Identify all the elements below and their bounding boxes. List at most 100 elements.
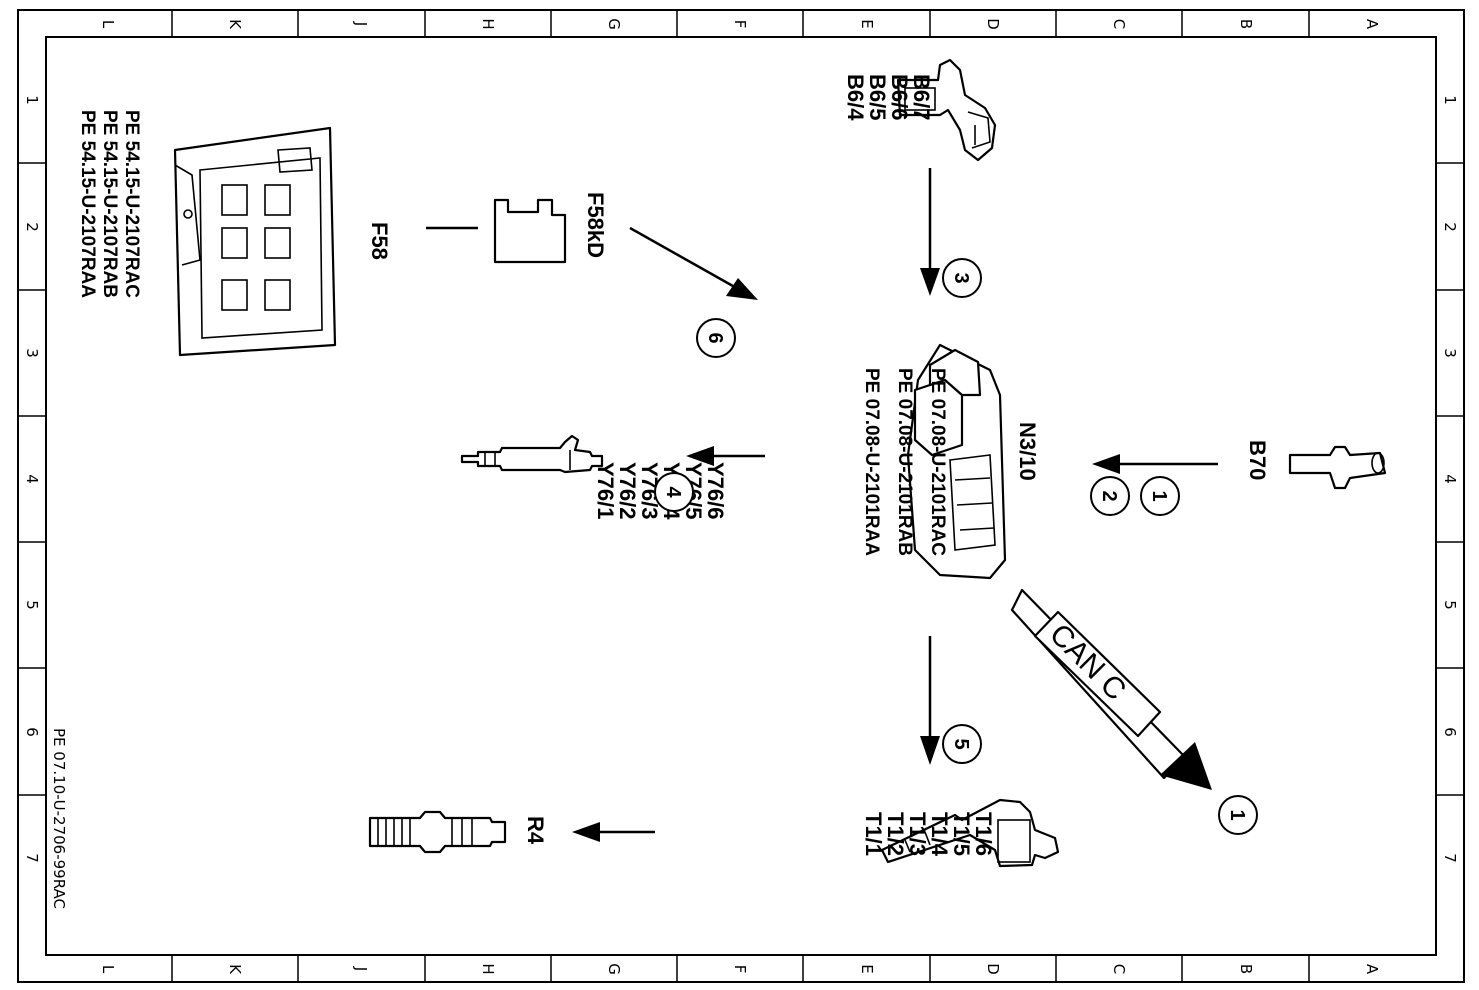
drawing-id: PE 07.10-U-2706-99RAC: [50, 728, 68, 909]
grid-column-labels: L L K K J J H H G G F F E E D D C C B B A A: [99, 18, 1381, 975]
callout-6: 6: [696, 318, 736, 358]
callout-2: 2: [1090, 476, 1130, 516]
grid-col-D-top: D: [984, 18, 1002, 30]
grid-col-H-bottom: H: [479, 963, 497, 974]
inner-frame: [45, 36, 1437, 956]
grid-col-F-top: F: [731, 20, 749, 29]
f58-ref-list: PE 54.15-U-2107RAA PE 54.15-U-2107RAB PE…: [77, 110, 142, 298]
t1-label-6: T1/6: [971, 812, 996, 856]
b6-label-1: B6/4: [843, 74, 868, 121]
y76-label-2: Y76/2: [615, 462, 640, 520]
callout-1b: 1: [1218, 795, 1258, 835]
t1-label-5: T1/5: [949, 812, 974, 856]
svg-text:1: 1: [1226, 809, 1248, 820]
b6-camshaft-sensor-icon[interactable]: [896, 58, 997, 162]
arrow-6-head: [726, 278, 758, 300]
grid-col-G-top: G: [605, 18, 623, 30]
n3-10-control-unit-icon[interactable]: [906, 343, 1007, 580]
grid-col-J-top: J: [352, 21, 370, 26]
n3-ref-list: PE 07.08-U-2101RAA PE 07.08-U-2101RAB PE…: [861, 368, 948, 556]
grid-col-C-top: C: [1110, 19, 1128, 29]
n3-ref-1: PE 07.08-U-2101RAA: [861, 368, 882, 556]
f58-ref-2: PE 54.15-U-2107RAB: [99, 110, 120, 298]
callout-4: 4: [654, 472, 694, 512]
n3-ref-2: PE 07.08-U-2101RAB: [894, 368, 915, 556]
arrow-5-head: [920, 736, 940, 765]
grid-col-E-top: E: [858, 19, 876, 28]
arrow-6: [629, 226, 741, 292]
svg-text:4: 4: [662, 486, 684, 498]
arrow-t1-r4-head: [572, 822, 600, 842]
t1-label-list: T1/1 T1/2 T1/3 T1/4 T1/5 T1/6: [861, 812, 996, 857]
grid-col-L-bottom: L: [99, 965, 117, 974]
grid-col-B-bottom: B: [1237, 964, 1255, 974]
grid-col-F-bottom: F: [731, 965, 749, 974]
grid-row-4-left: 4: [23, 474, 41, 484]
grid-col-H-top: H: [479, 18, 497, 29]
grid-row-6-right: 6: [1441, 727, 1459, 737]
b6-label-2: B6/5: [865, 74, 890, 120]
t1-label-1: T1/1: [861, 812, 886, 856]
grid-row-4-right: 4: [1441, 474, 1459, 484]
grid-col-C-bottom: C: [1110, 964, 1128, 974]
f58kd-label: F58kD: [583, 192, 608, 258]
svg-text:6: 6: [704, 332, 726, 343]
b6-label-4: B6/7: [909, 74, 934, 120]
can-c-bus-icon[interactable]: [1010, 588, 1212, 790]
b6-label-3: B6/6: [887, 74, 912, 120]
f58-label: F58: [367, 222, 392, 260]
grid-col-K-top: K: [226, 19, 244, 30]
grid-row-3-left: 3: [23, 348, 41, 358]
grid-row-7-left: 7: [23, 853, 41, 863]
y76-label-1: Y76/1: [593, 462, 618, 520]
f58kd-relay-icon[interactable]: [493, 198, 567, 264]
n3-ref-3: PE 07.08-U-2101RAC: [927, 368, 948, 556]
r4-label: R4: [523, 816, 548, 845]
grid-row-3-right: 3: [1441, 348, 1459, 358]
outer-frame: [17, 9, 1465, 983]
grid-row-5-right: 5: [1441, 600, 1459, 610]
t1-label-4: T1/4: [927, 812, 952, 857]
arrow-3-head: [920, 268, 940, 296]
grid-row-2-right: 2: [1441, 222, 1459, 232]
svg-text:5: 5: [950, 738, 972, 749]
grid-col-J-bottom: J: [352, 966, 370, 971]
t1-ignition-coil-icon[interactable]: [880, 798, 1060, 868]
grid-col-B-top: B: [1237, 19, 1255, 29]
grid-col-G-bottom: G: [605, 963, 623, 975]
b70-crankshaft-sensor-icon[interactable]: [1288, 445, 1387, 490]
callout-3: 3: [942, 258, 982, 298]
arrow-1-2-head: [1092, 454, 1120, 474]
callout-1a: 1: [1140, 476, 1180, 516]
callout-5: 5: [942, 724, 982, 764]
y76-label-6: Y76/6: [703, 462, 728, 520]
grid-row-7-right: 7: [1441, 853, 1459, 863]
grid-col-K-bottom: K: [226, 964, 244, 975]
svg-text:2: 2: [1098, 490, 1120, 501]
grid-ticks: [18, 10, 1464, 982]
grid-col-A-bottom: A: [1363, 964, 1381, 975]
b6-label-list: B6/4 B6/5 B6/6 B6/7: [843, 74, 934, 121]
arrow-4-head: [686, 446, 714, 466]
grid-row-2-left: 2: [23, 222, 41, 232]
y76-fuel-injector-icon[interactable]: [460, 434, 604, 474]
grid-col-E-bottom: E: [858, 964, 876, 973]
grid-row-1-left: 1: [23, 95, 41, 105]
grid-col-A-top: A: [1363, 19, 1381, 30]
grid-row-6-left: 6: [23, 727, 41, 737]
t1-label-3: T1/3: [905, 812, 930, 856]
f58-ref-3: PE 54.15-U-2107RAC: [121, 110, 142, 298]
grid-col-L-top: L: [99, 20, 117, 29]
grid-col-D-bottom: D: [984, 963, 1002, 975]
t1-label-2: T1/2: [883, 812, 908, 856]
r4-spark-plug-icon[interactable]: [368, 810, 507, 854]
f58-fuse-relay-box[interactable]: [173, 126, 337, 357]
grid-row-labels: 1 1 2 2 3 3 4 4 5 5 6 6 7 7: [23, 95, 1459, 863]
grid-row-5-left: 5: [23, 600, 41, 610]
n3-10-label: N3/10: [1015, 422, 1040, 481]
svg-text:1: 1: [1148, 490, 1170, 501]
svg-text:3: 3: [950, 272, 972, 283]
f58-ref-1: PE 54.15-U-2107RAA: [77, 110, 98, 298]
b70-label: B70: [1245, 440, 1270, 480]
